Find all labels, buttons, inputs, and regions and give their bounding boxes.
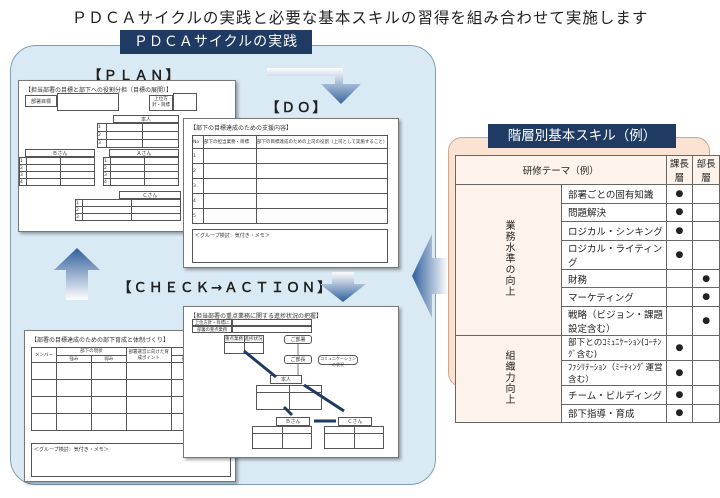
do-col-no: No <box>192 135 204 149</box>
arrow-do-to-check-icon <box>320 272 366 302</box>
skills-row-col2: ● <box>692 287 720 307</box>
do-col-role: 部下の目標達成のための上司の役割（上司として実施すること） <box>256 135 388 149</box>
skills-row-topic: ﾌｧｼﾘﾃｰｼｮﾝ（ﾐｰﾃｨﾝｸﾞ運営含む） <box>561 359 667 386</box>
action-boss: ご部署 <box>284 335 312 344</box>
action-superior-box <box>232 319 312 326</box>
do-sheet: 【部下の目標達成のための支援内容】 No 部下の担当業務・目標 部下の目標達成の… <box>183 118 399 268</box>
action-b: Ｂさん <box>276 417 310 426</box>
pdca-tag: ＰＤＣＡサイクルの実践 <box>120 30 312 54</box>
action-c-table <box>324 426 384 449</box>
skills-row-col1 <box>665 268 694 289</box>
skills-row-col2 <box>692 239 720 270</box>
skills-row-col1: ● <box>665 202 694 223</box>
arrow-plan-to-do-icon <box>267 68 361 104</box>
action-self: ご部長 <box>284 355 312 364</box>
skills-row-topic: 部下指導・育成 <box>561 403 667 424</box>
action-person: 本人 <box>270 375 302 384</box>
skills-row-col1: ● <box>665 334 694 361</box>
skills-row-topic: ロジカル・ライティング <box>561 239 667 270</box>
check-col-status: 部下の現状 <box>56 347 127 356</box>
skills-category-business: 業務水準の向上 <box>455 184 562 336</box>
do-row-no: 3 <box>192 178 204 194</box>
dept-goal-box <box>57 93 119 111</box>
do-row-no: 2 <box>192 163 204 179</box>
plan-sheet-title: 【担当部署の目標と部下への役割分担（目標の展開）】 <box>25 87 173 94</box>
action-dept-box <box>232 326 312 333</box>
do-table: No 部下の担当業務・目標 部下の目標達成のための上司の役割（上司として実施する… <box>192 135 388 224</box>
do-note-box: ＜グループ検討：気付き・メモ＞ <box>192 229 388 263</box>
action-b-table <box>252 426 312 449</box>
skills-header-topic: 研修テーマ（例） <box>455 155 667 185</box>
skills-category-org: 組織力向上 <box>455 334 562 424</box>
plan-c-table: 1 2 3 <box>75 199 181 221</box>
skills-row-topic: チーム・ビルディング <box>561 384 667 405</box>
action-sheet-title: 【担当部署の重点業務に関する進捗状況の把握】 <box>190 313 323 320</box>
do-row-no: 1 <box>192 148 204 164</box>
skills-category-org-label: 組織力向上 <box>503 350 514 406</box>
skills-row-topic: 部署ごとの固有知識 <box>561 184 667 204</box>
skills-table: 研修テーマ（例） 課長層 部長層 業務水準の向上 部署ごとの固有知識 ● 問題解… <box>455 155 720 424</box>
skills-row-col2 <box>692 184 720 204</box>
action-comm: コミュニケーションの状況 <box>318 355 358 367</box>
skills-row-col1: ● <box>665 359 694 386</box>
dept-goal-label: 部署目標 <box>25 95 57 107</box>
check-action-label: 【ＣＨＥＣＫ→ＡＣＴＩＯＮ】 <box>118 280 333 296</box>
superior-label: 上位方針・目標 <box>149 95 173 111</box>
action-connector-arrows-icon <box>243 344 345 423</box>
skills-row-col1 <box>665 305 694 336</box>
plan-a-table: 1 2 3 4 <box>103 157 179 186</box>
check-left-header: メンバー <box>31 347 57 363</box>
plan-b-table: 1 2 3 4 <box>19 157 95 186</box>
skills-row-topic: マーケティング <box>561 287 667 307</box>
do-row-no: 4 <box>192 193 204 209</box>
check-sub-strength: 強み <box>56 354 92 363</box>
plan-a: Ａさん <box>109 149 179 157</box>
plan-b: Ｂさん <box>25 149 95 157</box>
skills-row-col2: ● <box>692 268 720 289</box>
skills-row-col1: ● <box>665 184 694 204</box>
arrow-skills-to-pdca-icon <box>412 234 448 318</box>
skills-row-col2 <box>692 202 720 223</box>
arrow-action-to-plan-icon <box>54 248 100 300</box>
skills-row-col2 <box>692 334 720 361</box>
skills-header-col1: 課長層 <box>665 155 694 185</box>
skills-row-topic: 財務 <box>561 268 667 289</box>
skills-row-topic: ロジカル・シンキング <box>561 221 667 241</box>
plan-c: Ｃさん <box>119 191 181 199</box>
do-col-task: 部下の担当業務・目標 <box>203 135 257 149</box>
action-sheet: 【担当部署の重点業務に関する進捗状況の把握】 上位方針・目標に関して 部署の重点… <box>183 306 399 458</box>
skills-row-col1: ● <box>665 221 694 241</box>
skills-row-col2: ● <box>692 305 720 336</box>
skills-row-col2 <box>692 384 720 405</box>
action-self-table: 重点業務進捗状況 <box>224 335 264 354</box>
skills-row-col1 <box>665 287 694 307</box>
skills-row-col2 <box>692 403 720 424</box>
skills-row-topic: 問題解決 <box>561 202 667 223</box>
skills-row-col1: ● <box>665 384 694 405</box>
skills-row-topic: 戦略（ビジョン・課題設定含む） <box>561 305 667 336</box>
action-dept: 部署の重点業務 <box>192 326 232 333</box>
skills-tag: 階層別基本スキル（例） <box>488 124 676 148</box>
check-col-point: 部署運営に向けた育成ポイント <box>125 347 172 363</box>
superior-box <box>173 93 197 111</box>
action-person-table <box>256 385 322 410</box>
do-sheet-title: 【部下の目標達成のための支援内容】 <box>190 125 293 132</box>
skills-row-col1: ● <box>665 403 694 424</box>
plan-person-table: 1 2 3 <box>97 123 179 148</box>
skills-header-col2: 部長層 <box>692 155 720 185</box>
check-sub-weakness: 弱み <box>90 354 127 363</box>
do-row-no: 5 <box>192 208 204 224</box>
skills-row-col2 <box>692 221 720 241</box>
plan-person: 本人 <box>113 115 179 123</box>
action-c: Ｃさん <box>338 417 372 426</box>
do-label: 【ＤＯ】 <box>266 100 328 116</box>
skills-row-col1: ● <box>665 239 694 270</box>
check-sheet-title: 【部署の目標達成のための部下育成と体制づくり】 <box>31 337 170 344</box>
skills-row-topic: 部下とのｺﾐｭﾆｹｰｼｮﾝ(ｺｰﾁﾝｸﾞ含む) <box>561 334 667 361</box>
skills-category-business-label: 業務水準の向上 <box>503 219 514 297</box>
main-title: ＰＤＣＡサイクルの実践と必要な基本スキルの習得を組み合わせて実施します <box>71 9 649 27</box>
skills-row-col2 <box>692 359 720 386</box>
